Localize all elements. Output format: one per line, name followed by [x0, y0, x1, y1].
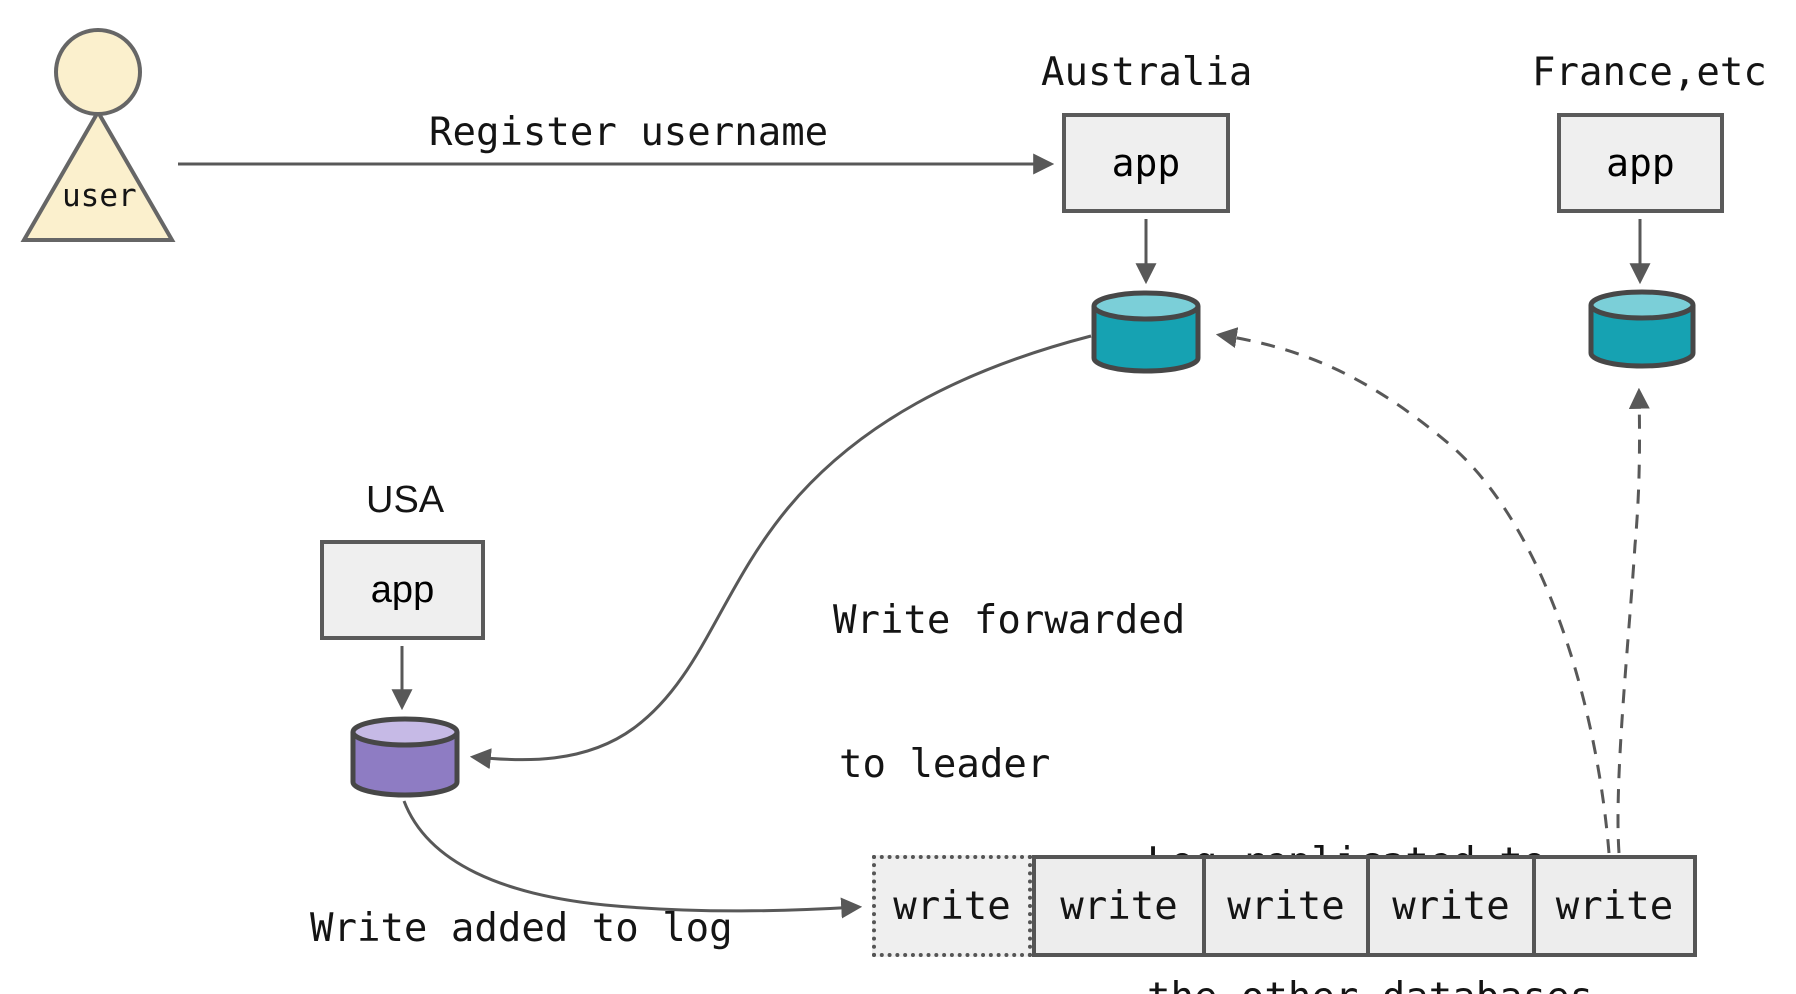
log-replicated-line2: the other databases — [1147, 975, 1593, 994]
usa-label: USA — [366, 479, 445, 521]
log-entry: write — [1532, 855, 1697, 957]
australia-database-icon — [1091, 290, 1201, 374]
log-entry-pending: write — [872, 855, 1032, 957]
log-entry-label: write — [1392, 883, 1510, 929]
france-app-label: app — [1606, 141, 1675, 185]
log-entry-label: write — [1227, 883, 1345, 929]
usa-app-box: app — [320, 540, 485, 640]
france-database-icon — [1588, 289, 1696, 369]
register-username-label: Register username — [429, 110, 829, 155]
log-entry-label: write — [1555, 883, 1674, 929]
log-entry: write — [1202, 855, 1370, 957]
france-app-box: app — [1557, 113, 1724, 213]
australia-app-label: app — [1111, 141, 1181, 185]
log-entry: write — [1032, 855, 1206, 957]
write-forwarded-line1: Write forwarded — [833, 598, 1186, 643]
log-entry-label: write — [893, 883, 1011, 929]
user-label: user — [62, 178, 137, 214]
replicate-to-france-arrow — [1616, 387, 1650, 854]
australia-app-box: app — [1062, 113, 1230, 213]
france-label: France,etc — [1532, 50, 1767, 95]
write-forwarded-arrow — [469, 334, 1092, 770]
user-icon — [20, 28, 176, 242]
write-added-label: Write added to log — [310, 906, 733, 951]
write-forwarded-label: Write forwarded to leader — [833, 501, 1185, 885]
usa-leader-database-icon — [350, 716, 460, 798]
write-forwarded-line2: to leader — [839, 742, 1051, 787]
log-entry-label: write — [1060, 883, 1178, 929]
replicate-to-australia-arrow — [1215, 327, 1611, 854]
log-entry: write — [1366, 855, 1536, 957]
write-added-arrow — [402, 800, 863, 919]
usa-app-label: app — [370, 568, 435, 611]
australia-label: Australia — [1041, 50, 1253, 95]
